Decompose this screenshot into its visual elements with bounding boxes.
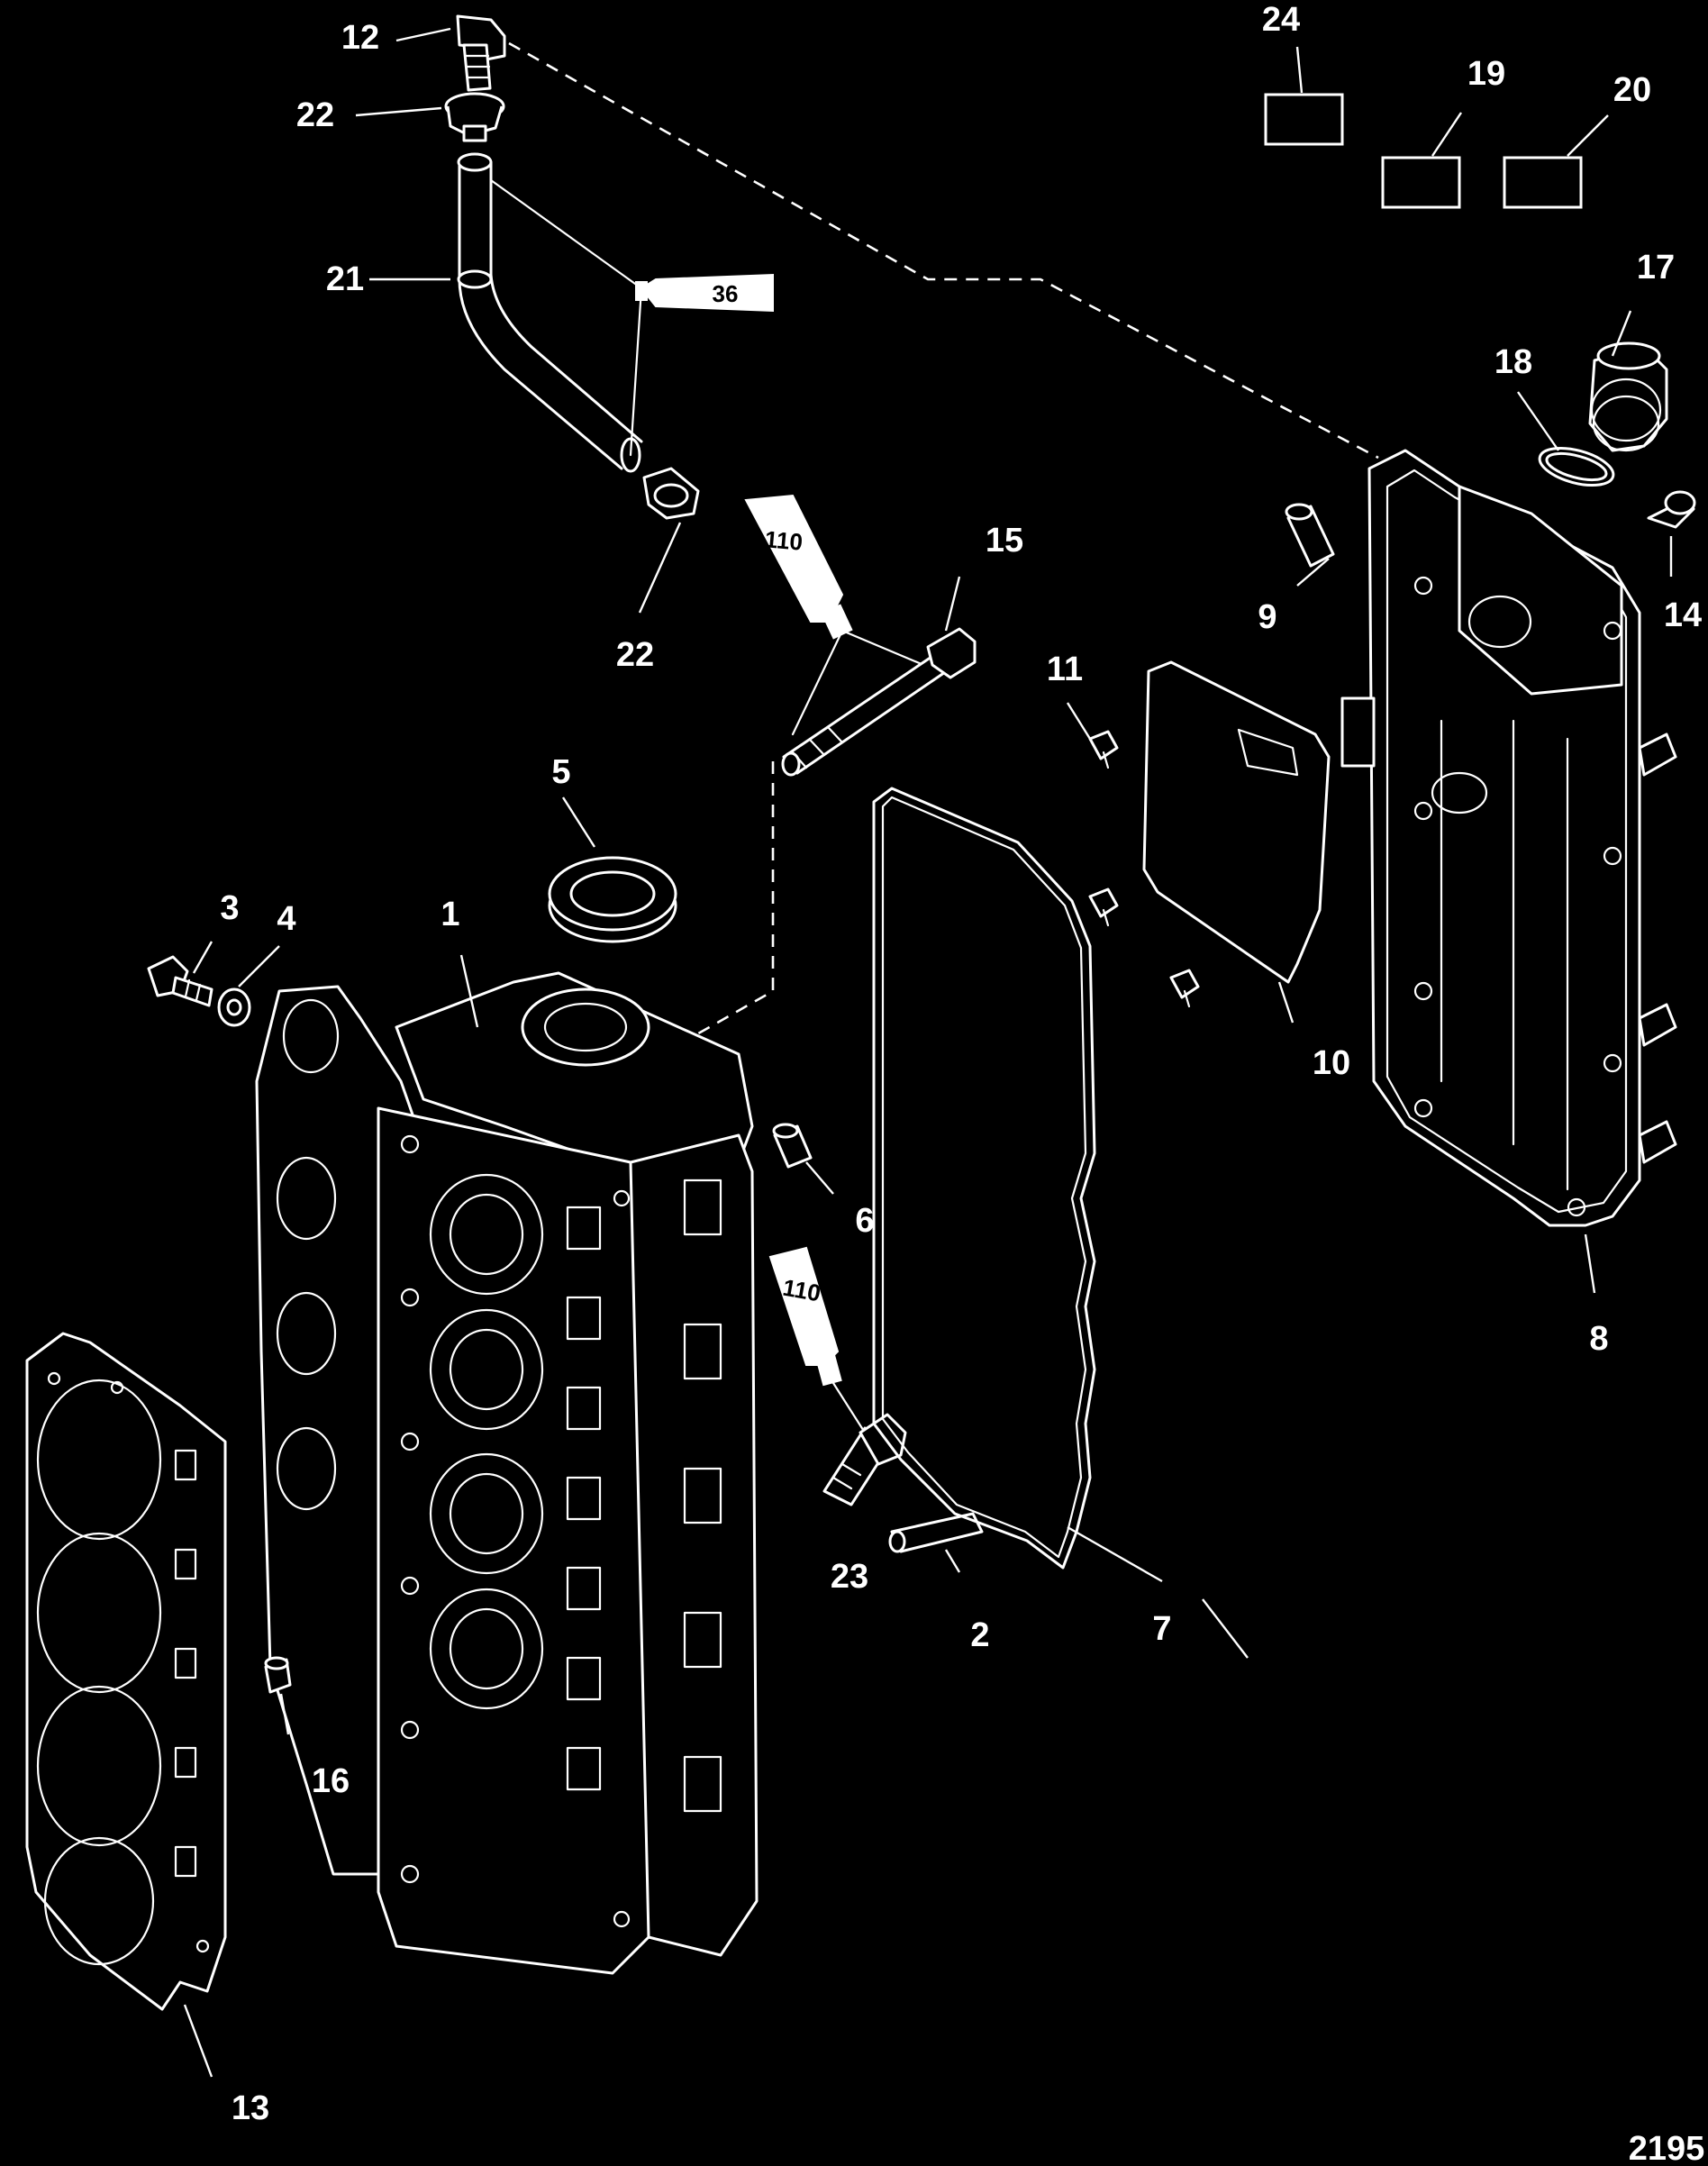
sealant-tube-110-lower: 110 xyxy=(768,1246,867,1434)
callout-label: 1 xyxy=(441,896,459,933)
callout-label: 23 xyxy=(831,1558,868,1596)
screw-lower xyxy=(1169,969,1200,1008)
drawing-number: 2195 xyxy=(1629,2130,1705,2166)
dowel-lower xyxy=(888,1512,984,1553)
callout-label: 16 xyxy=(312,1762,350,1800)
callout-label: 21 xyxy=(326,260,364,298)
connector-bolt-to-head xyxy=(693,761,775,1038)
screw-upper xyxy=(1088,730,1119,769)
cover-gasket xyxy=(872,787,1096,1570)
sealant-tube-label: 36 xyxy=(713,280,739,307)
combustion-chambers xyxy=(429,1173,544,1710)
callout-label: 11 xyxy=(1047,651,1083,688)
callout-label: 18 xyxy=(1494,343,1532,381)
decal-box-20 xyxy=(1503,156,1583,209)
callout-label: 3 xyxy=(220,889,239,927)
long-bolt xyxy=(781,627,977,777)
callout-label: 8 xyxy=(1589,1320,1608,1358)
cylinder-head-cover xyxy=(1340,449,1677,1227)
callout-label: 10 xyxy=(1313,1044,1350,1082)
callout-label: 15 xyxy=(986,522,1023,560)
callout-label: 22 xyxy=(616,636,654,674)
connector-elbow-to-cover xyxy=(508,41,1379,460)
dowel-upper xyxy=(772,1123,813,1169)
washer xyxy=(217,987,251,1027)
callout-labels: 1 2 3 4 5 6 7 8 9 10 11 12 13 14 15 16 1… xyxy=(220,1,1702,2127)
sealant-tube-label: 110 xyxy=(781,1274,823,1307)
callout-label: 12 xyxy=(341,19,379,57)
oil-fill-cap xyxy=(1588,341,1668,452)
decal-box-24 xyxy=(1264,93,1344,146)
dowel-cover xyxy=(1285,503,1335,568)
sealant-tube-36: 36 xyxy=(489,178,774,457)
callout-label: 9 xyxy=(1258,598,1276,636)
callout-label: 4 xyxy=(277,900,295,938)
callout-label: 7 xyxy=(1152,1610,1171,1648)
leader-lines xyxy=(183,27,1673,2078)
callout-label: 6 xyxy=(855,1202,874,1240)
callout-label: 17 xyxy=(1637,249,1675,287)
bolt-small xyxy=(147,955,214,1007)
callout-label: 20 xyxy=(1613,71,1651,109)
callout-label: 5 xyxy=(551,753,570,791)
cylinder-head xyxy=(255,971,759,1975)
hose-clamp-upper xyxy=(444,92,505,142)
callout-label: 13 xyxy=(232,2089,269,2127)
hose-clamp-lower xyxy=(642,467,700,520)
cover-bolt xyxy=(1647,490,1696,529)
callout-label: 22 xyxy=(296,96,334,134)
sealant-tube-label: 110 xyxy=(764,525,804,556)
sealant-tube-110-upper: 110 xyxy=(744,494,930,736)
callout-label: 2 xyxy=(970,1616,989,1654)
screw-middle xyxy=(1088,887,1119,927)
cover-plate xyxy=(1142,660,1331,984)
o-ring xyxy=(1538,446,1615,487)
callout-label: 24 xyxy=(1262,1,1300,39)
callout-label: 14 xyxy=(1664,596,1702,634)
hose xyxy=(457,152,643,473)
callout-label: 19 xyxy=(1467,55,1505,93)
bolt-23 xyxy=(822,1413,907,1506)
decal-box-19 xyxy=(1381,156,1461,209)
plug xyxy=(264,1656,292,1694)
seal-ring xyxy=(548,856,677,943)
head-gasket xyxy=(25,1332,227,2011)
elbow-fitting xyxy=(456,14,506,92)
